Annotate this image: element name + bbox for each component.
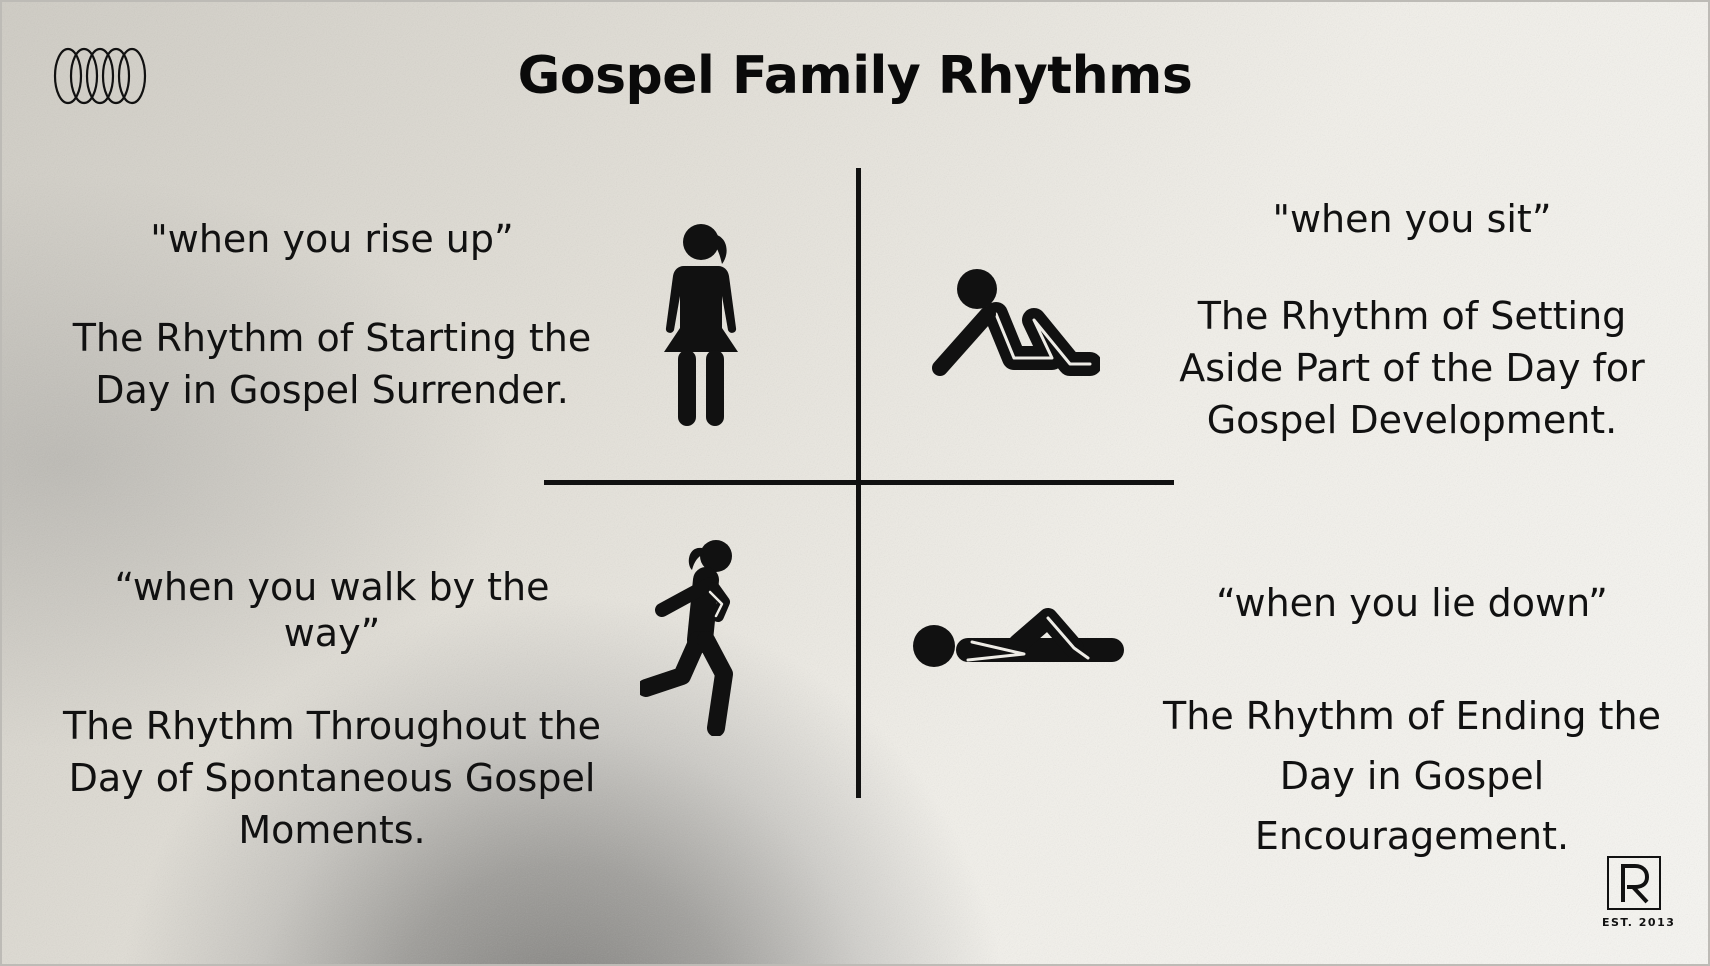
quadrant-quote: "when you rise up”	[150, 217, 514, 261]
lying-person-icon	[913, 608, 1124, 667]
quadrant-description: The Rhythm of Setting Aside Part of the …	[1179, 294, 1645, 442]
standing-woman-icon	[664, 224, 738, 426]
quadrant-quote: "when you sit”	[1272, 197, 1552, 241]
quadrant-walk: “when you walk by the way” The Rhythm Th…	[62, 564, 602, 856]
interlocking-rings-logo	[53, 47, 147, 105]
quadrant-lie-down: “when you lie down” The Rhythm of Ending…	[1122, 580, 1702, 866]
brand-r-icon	[1621, 864, 1650, 904]
horizontal-divider	[544, 480, 1174, 485]
brand-established-text: EST. 2013	[1602, 916, 1676, 929]
quadrant-description: The Rhythm of Ending the Day in Gospel E…	[1163, 694, 1661, 858]
page-title: Gospel Family Rhythms	[517, 46, 1193, 106]
quadrant-sit: "when you sit” The Rhythm of Setting Asi…	[1142, 196, 1682, 446]
quadrant-rise-up: "when you rise up” The Rhythm of Startin…	[62, 216, 602, 416]
quadrant-quote: “when you lie down”	[1216, 581, 1608, 625]
quadrant-quote: “when you walk by the way”	[114, 565, 550, 655]
quadrant-description: The Rhythm Throughout the Day of Spontan…	[62, 704, 602, 852]
brand-logo-box	[1607, 856, 1661, 910]
quadrant-description: The Rhythm of Starting the Day in Gospel…	[72, 316, 592, 412]
walking-woman-icon	[640, 540, 733, 736]
sitting-person-icon	[932, 269, 1100, 376]
brand-mark: EST. 2013	[1602, 856, 1676, 936]
